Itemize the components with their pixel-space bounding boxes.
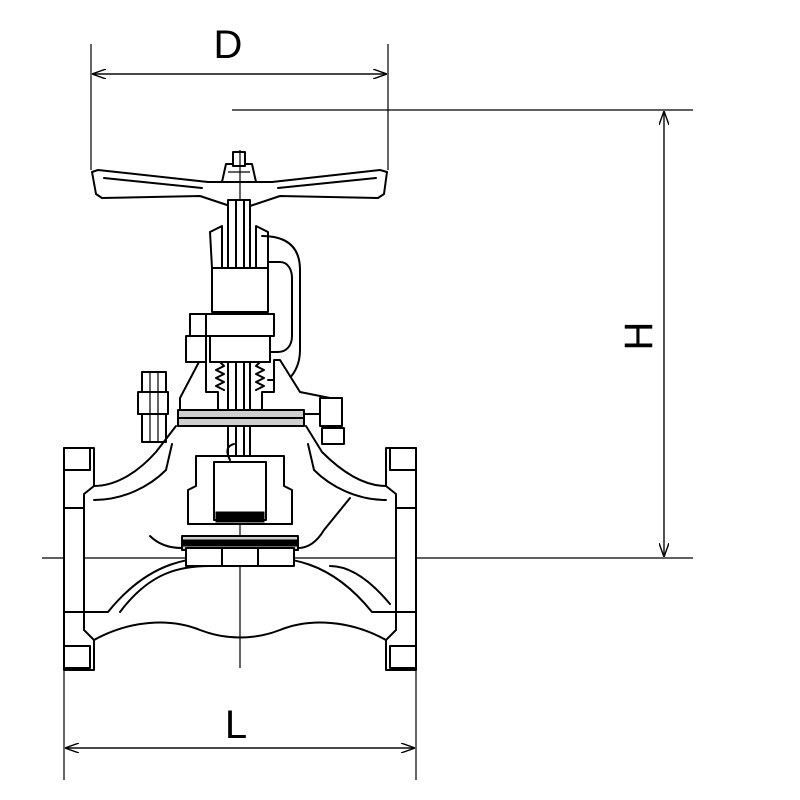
bonnet (177, 225, 343, 427)
dimension-h-label: H (617, 322, 661, 351)
valve-body (63, 425, 417, 671)
side-bolts (137, 313, 345, 445)
dimension-d: D (90, 23, 389, 170)
dimension-d-label: D (214, 23, 243, 67)
dimension-l-label: L (225, 703, 247, 747)
dimension-h: H (42, 109, 693, 559)
